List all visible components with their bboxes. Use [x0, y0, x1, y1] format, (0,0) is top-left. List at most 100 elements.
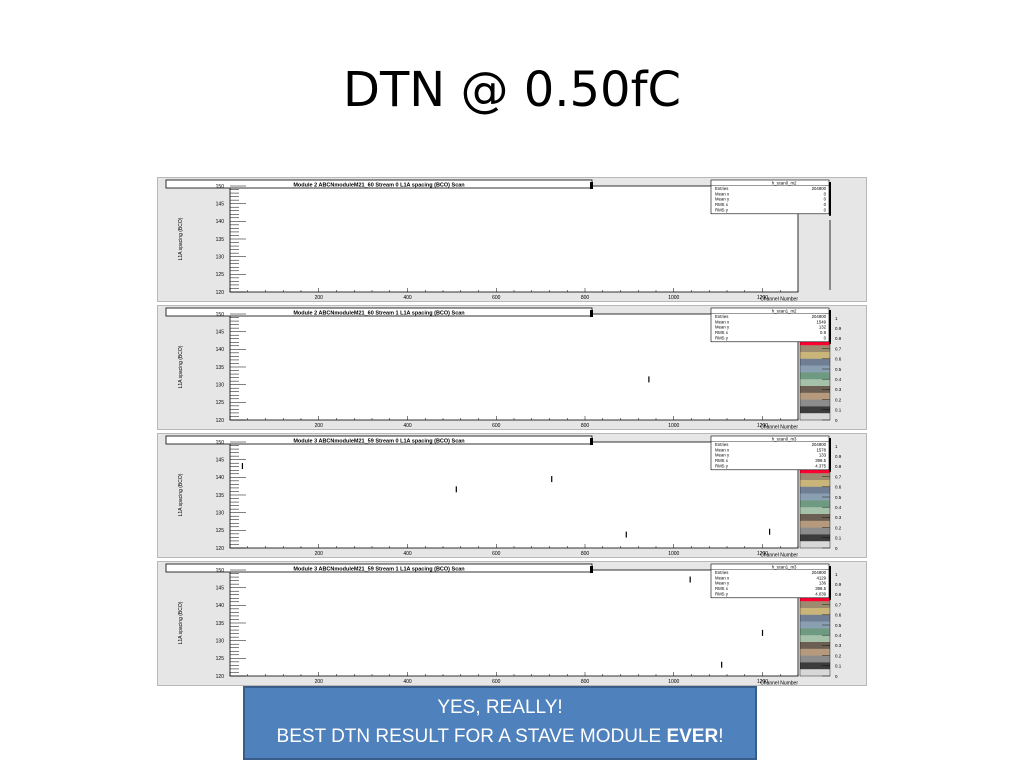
x-tick-label: 1000 — [668, 679, 679, 685]
stats-label: Entries — [715, 314, 728, 319]
palette-swatch — [800, 534, 830, 542]
y-tick-label: 135 — [216, 621, 225, 627]
data-point — [648, 376, 650, 383]
palette-swatch — [800, 473, 830, 481]
palette-label: 0.2 — [835, 653, 842, 658]
plot-panel-4: Module 3 ABCNmoduleM21_59 Stream 1 L1A s… — [157, 561, 867, 686]
stats-label: Mean x — [715, 575, 730, 580]
scatter-chart-3: Module 3 ABCNmoduleM21_59 Stream 0 L1A s… — [165, 435, 842, 557]
palette-swatch — [800, 601, 830, 609]
y-tick-label: 130 — [216, 254, 225, 260]
palette-swatch — [800, 608, 830, 616]
data-point — [689, 576, 691, 583]
y-tick-label: 145 — [216, 585, 225, 591]
scatter-chart-4: Module 3 ABCNmoduleM21_59 Stream 1 L1A s… — [165, 563, 842, 685]
x-tick-label: 200 — [315, 423, 324, 429]
stats-label: Mean y — [715, 325, 730, 330]
y-tick-label: 145 — [216, 201, 225, 207]
scatter-chart-2: Module 2 ABCNmoduleM21_60 Stream 1 L1A s… — [165, 307, 842, 430]
stats-value: 133 — [819, 453, 827, 458]
y-tick-label: 125 — [216, 272, 225, 278]
palette-label: 0.6 — [835, 485, 842, 490]
palette-swatch — [800, 655, 830, 663]
y-tick-label: 125 — [216, 400, 225, 406]
stats-name: h_scan1_m2 — [772, 309, 797, 314]
palette-swatch — [800, 541, 830, 549]
palette-swatch — [800, 352, 830, 360]
palette-swatch — [800, 392, 830, 400]
x-tick-label: 1000 — [668, 295, 679, 301]
palette-label: 0.7 — [835, 474, 842, 479]
y-tick-label: 130 — [216, 510, 225, 516]
palette-label: 0.3 — [835, 515, 842, 520]
stats-value: 136 — [819, 581, 827, 586]
stats-value: 204800 — [812, 442, 827, 447]
y-tick-label: 120 — [216, 290, 225, 296]
palette-swatch — [800, 399, 830, 407]
data-point — [455, 486, 457, 493]
y-tick-label: 145 — [216, 329, 225, 335]
palette-swatch — [800, 480, 830, 488]
x-tick-label: 1200 — [757, 423, 768, 429]
stats-label: RMS x — [715, 202, 729, 207]
chart-title-shadow — [590, 182, 593, 189]
palette-label: 0.5 — [835, 367, 842, 372]
palette-swatch — [800, 662, 830, 670]
stats-value: 0 — [824, 207, 827, 212]
data-point — [551, 476, 553, 483]
stats-box-shadow — [829, 566, 831, 600]
stats-box-shadow — [829, 310, 831, 344]
palette-label: 0.4 — [835, 633, 842, 638]
stats-label: RMS x — [715, 586, 729, 591]
stats-value: 4.375 — [815, 463, 826, 468]
stats-value: 4.039 — [815, 591, 826, 596]
x-tick-label: 1000 — [668, 551, 679, 557]
y-tick-label: 130 — [216, 638, 225, 644]
y-tick-label: 140 — [216, 603, 225, 609]
y-tick-label: 135 — [216, 365, 225, 371]
chart-title: Module 3 ABCNmoduleM21_59 Stream 0 L1A s… — [293, 439, 465, 445]
y-tick-label: 150 — [216, 312, 225, 318]
x-tick-label: 400 — [403, 423, 412, 429]
chart-title: Module 2 ABCNmoduleM21_60 Stream 0 L1A s… — [293, 183, 465, 189]
palette-swatch — [800, 614, 830, 622]
stats-label: RMS x — [715, 330, 729, 335]
stats-label: Entries — [715, 442, 728, 447]
stats-value: 132 — [819, 325, 827, 330]
palette-label: 0.1 — [835, 664, 842, 669]
palette-swatch — [800, 669, 830, 677]
palette-swatch — [800, 386, 830, 394]
callout-line-1: YES, REALLY! — [437, 697, 563, 718]
y-tick-label: 150 — [216, 568, 225, 574]
palette-label: 0.7 — [835, 346, 842, 351]
y-axis-title: L1A spacing (BCO) — [178, 345, 184, 388]
x-tick-label: 200 — [315, 295, 324, 301]
y-axis-title: L1A spacing (BCO) — [178, 473, 184, 516]
stats-label: RMS x — [715, 458, 729, 463]
x-axis-title: Channel Number — [760, 425, 798, 430]
palette-label: 0.9 — [835, 326, 842, 331]
x-tick-label: 400 — [403, 551, 412, 557]
plot-stack: Module 2 ABCNmoduleM21_60 Stream 0 L1A s… — [157, 177, 867, 688]
palette-swatch — [800, 527, 830, 535]
palette-label: 1 — [835, 572, 838, 577]
palette-label: 0.5 — [835, 495, 842, 500]
stats-box-shadow — [829, 438, 831, 472]
x-tick-label: 600 — [492, 551, 501, 557]
data-point — [721, 661, 723, 668]
x-tick-label: 1200 — [757, 679, 768, 685]
y-tick-label: 130 — [216, 382, 225, 388]
chart-title: Module 2 ABCNmoduleM21_60 Stream 1 L1A s… — [293, 311, 465, 317]
x-tick-label: 400 — [403, 679, 412, 685]
stats-value: 1549 — [816, 319, 826, 324]
stats-label: Mean y — [715, 581, 730, 586]
y-tick-label: 120 — [216, 418, 225, 424]
chart-title-shadow — [590, 310, 593, 317]
palette-swatch — [800, 520, 830, 528]
stats-label: RMS y — [715, 591, 729, 596]
palette-swatch — [800, 500, 830, 508]
palette-swatch — [800, 493, 830, 501]
palette-label: 0.2 — [835, 525, 842, 530]
palette-label: 0.1 — [835, 408, 842, 413]
palette-label: 0.5 — [835, 623, 842, 628]
